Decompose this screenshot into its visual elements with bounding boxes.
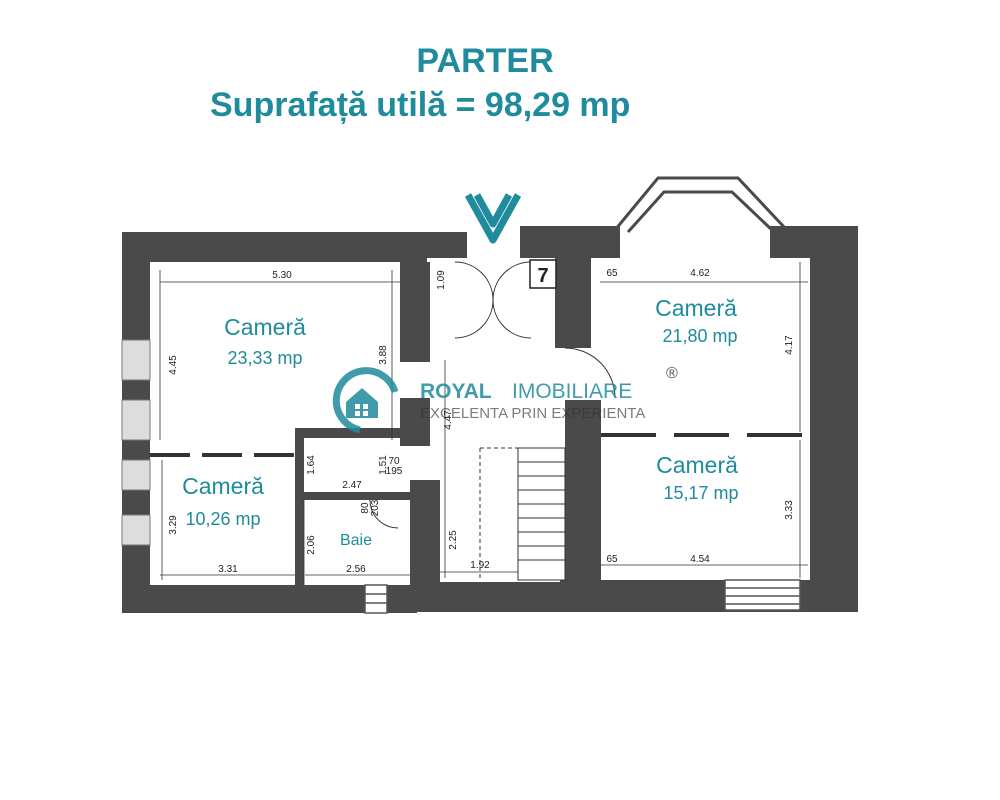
dimension-label: 80 [360,502,371,514]
room-name: Baie [340,532,372,549]
dimension-label: 195 [386,466,403,477]
dimension-label: 3.31 [218,564,238,575]
dimension-label: 2.47 [342,480,362,491]
wall-right [810,226,858,612]
interior-lines [150,261,810,581]
house-logo-icon [332,367,399,434]
dimension-label: 2.25 [448,530,459,550]
brand-tagline: EXCELENTA PRIN EXPERIENTA [420,405,645,422]
dimension-label: 3.88 [378,345,389,365]
dimension-label: 70 [388,456,400,467]
dimension-label: 4.47 [443,410,454,430]
marker-label: 7 [537,265,548,287]
room-name: Cameră [656,452,738,478]
dimension-label: 4.54 [690,554,710,565]
room-name: Cameră [224,314,306,340]
dimension-label: 1.92 [470,560,490,571]
room-area: 10,26 mp [185,509,260,529]
left-windows [121,339,151,546]
entrance-logo-icon [464,193,522,244]
wall-top-right-a [520,226,620,258]
wall-bottom-right [560,580,858,612]
room-area: 23,33 mp [227,348,302,368]
wall-bath-mid [300,492,410,500]
room-area: 21,80 mp [662,326,737,346]
dimension-label: 3.29 [168,515,179,535]
dimension-label: 1.64 [306,455,317,475]
bay-window [613,176,787,234]
dimension-label: 203 [370,499,381,516]
dimension-label: 5.30 [272,270,292,281]
dimension-label: 1.51 [378,455,389,475]
dimension-label: 2.56 [346,564,366,575]
dimension-label: 4.62 [690,268,710,279]
room-area: 15,17 mp [663,483,738,503]
steps-bottom [364,579,801,614]
wall-top-left [122,232,427,262]
dimension-label: 4.45 [168,355,179,375]
watermark: ROYAL IMOBILIARE ® EXCELENTA PRIN EXPERI… [332,365,678,434]
registered-mark: ® [666,365,678,382]
dimension-label: 2.06 [306,535,317,555]
dimension-label: 1.09 [436,270,447,290]
wall-entry-left [427,232,467,258]
wall-center-right-low [565,400,601,612]
dimension-label: 3.33 [784,500,795,520]
wall-center-left-upper [400,262,430,362]
dimension-label: 65 [606,268,618,279]
walls [122,226,858,613]
brand-name-primary: ROYAL [420,380,492,403]
marker-box [529,259,557,289]
room-name: Cameră [655,295,737,321]
brand-name-secondary: IMOBILIARE [512,380,632,403]
dimension-label: 4.17 [784,335,795,355]
wall-bath-top [295,428,410,438]
room-name: Cameră [182,473,264,499]
dimension-lines [159,262,808,585]
plan-subtitle: Suprafață utilă = 98,29 mp [210,86,631,124]
wall-bath-left [295,428,304,588]
dimension-label: 65 [606,554,618,565]
wall-bottom-center [417,582,567,612]
wall-center-right-upper [555,258,591,348]
plan-title: PARTER [416,42,554,80]
